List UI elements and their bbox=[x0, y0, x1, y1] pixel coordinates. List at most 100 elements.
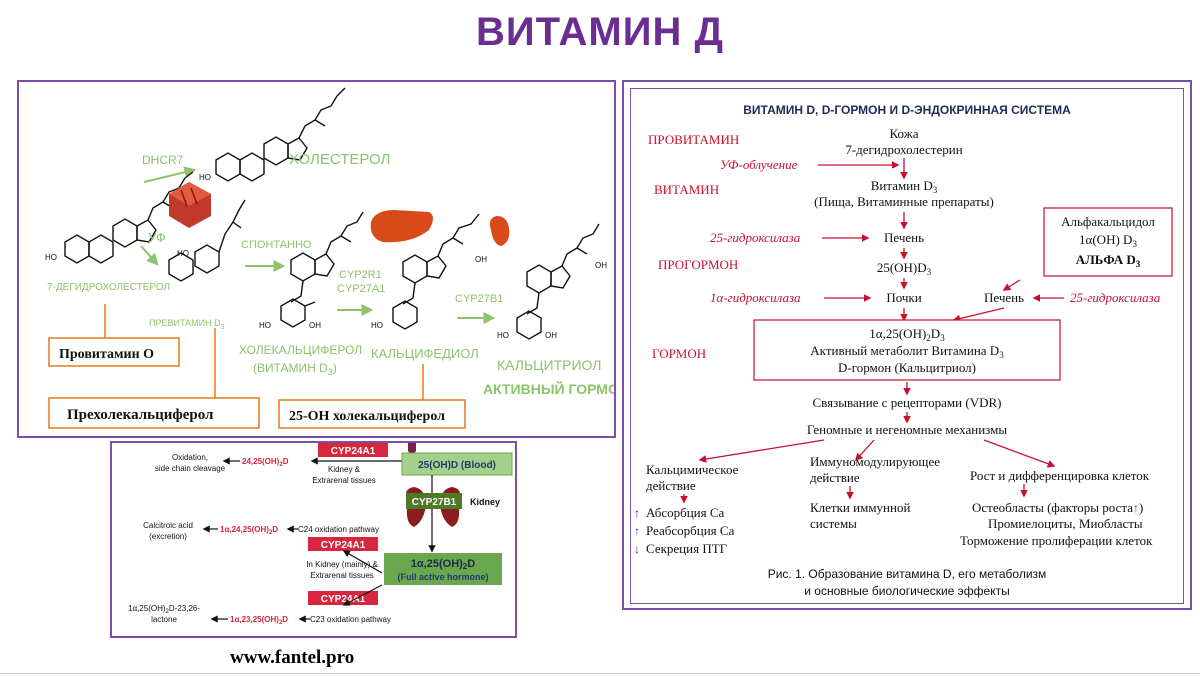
endocrine-diagram: ВИТАМИН D, D-ГОРМОН И D-ЭНДОКРИННАЯ СИСТ… bbox=[634, 103, 1173, 598]
side-chain-label: side chain cleavage bbox=[155, 464, 226, 473]
arrow bbox=[342, 550, 383, 574]
immune-cells-label: системы bbox=[810, 516, 857, 531]
prohormone-label: ПРОГОРМОН bbox=[658, 257, 738, 272]
oh25d3-label: 25(OH)D3 bbox=[877, 260, 932, 277]
arrow bbox=[1002, 279, 1021, 291]
synthesis-panel: HO ХОЛЕСТЕРОЛ DHCR7 HO 7-ДЕГИДРОХОЛЕСТЕР… bbox=[17, 80, 629, 438]
vitamin-label: ВИТАМИН bbox=[654, 182, 719, 197]
vitamin-d3-label: (ВИТАМИН D3) bbox=[253, 361, 337, 377]
footer-divider bbox=[0, 673, 1200, 674]
blood-label: 25(OH)D (Blood) bbox=[418, 460, 496, 471]
uv-label: УФ bbox=[148, 230, 166, 245]
hormone-line3: D-гормон (Кальцитриол) bbox=[838, 360, 976, 375]
kidney-extrarenal-label: Kidney & bbox=[328, 465, 361, 474]
immune-cells-label: Клетки иммунной bbox=[810, 500, 910, 515]
growth-label: Рост и дифференцировка клеток bbox=[970, 468, 1150, 483]
oh-label: OH bbox=[595, 261, 607, 270]
endocrine-inner-frame bbox=[630, 88, 1184, 604]
hormone-label: ГОРМОН bbox=[652, 346, 706, 361]
ho-label: HO bbox=[371, 321, 383, 330]
catabolism-diagram: CYP24A1 Oxidation, side chain cleavage 2… bbox=[128, 443, 513, 626]
lactone-label: 1α,25(OH)2D-23,26- bbox=[128, 604, 200, 615]
in-kidney-label: In Kidney (mainly) & bbox=[306, 560, 378, 569]
calcitroic-label: (excretion) bbox=[149, 532, 187, 541]
caption-line2: и основные биологические эффекты bbox=[804, 584, 1009, 598]
promyelocytes-label: Промиелоциты, Миобласты bbox=[988, 516, 1143, 531]
previtamin-molecule bbox=[168, 199, 246, 282]
food-label: (Пища, Витаминные препараты) bbox=[814, 194, 994, 209]
spontaneous-label: СПОНТАННО bbox=[241, 239, 312, 251]
reabsorption-label: Реабсорбция Са bbox=[646, 523, 735, 538]
provitamin-label: ПРОВИТАМИН bbox=[648, 132, 739, 147]
cyp27b1-label: CYP27B1 bbox=[412, 497, 457, 508]
c24-pathway-label: C24 oxidation pathway bbox=[298, 525, 379, 534]
kidney-label: Kidney bbox=[470, 497, 500, 507]
c23-pathway-label: C23 oxidation pathway bbox=[310, 615, 391, 624]
hormone-sub-label: (Full active hormone) bbox=[397, 572, 488, 582]
m2425-label: 24,25(OH)2D bbox=[242, 457, 289, 468]
active-hormone-label: АКТИВНЫЙ ГОРМОН bbox=[483, 380, 614, 397]
cyp27b1-label: CYP27B1 bbox=[455, 293, 503, 305]
cyp27a1-label: CYP27A1 bbox=[337, 283, 385, 295]
catabolism-panel: CYP24A1 Oxidation, side chain cleavage 2… bbox=[110, 441, 517, 638]
vessel-icon bbox=[408, 443, 416, 454]
oh1d3-label: 1α(OH) D3 bbox=[1079, 232, 1137, 249]
arrow bbox=[952, 307, 1005, 323]
dehydro-label: 7-ДЕГИДРОХОЛЕСТЕРОЛ bbox=[47, 282, 170, 293]
uv-label: УФ-облучение bbox=[720, 157, 798, 172]
oh-label: OH bbox=[545, 331, 557, 340]
ho-label: HO bbox=[259, 321, 271, 330]
ho-label: HO bbox=[177, 249, 189, 258]
hydroxylase1a-label: 1α-гидроксилаза bbox=[710, 290, 801, 305]
ho-label: HO bbox=[45, 253, 57, 262]
25oh-box-label: 25-ОН холекальциферол bbox=[289, 409, 445, 424]
provitamin-box bbox=[48, 337, 180, 367]
hormone-line2: Активный метаболит Витамина D3 bbox=[810, 343, 1004, 360]
arrow bbox=[342, 584, 383, 606]
endocrine-panel: ВИТАМИН D, D-ГОРМОН И D-ЭНДОКРИННАЯ СИСТ… bbox=[622, 80, 1192, 610]
oh-label: OH bbox=[309, 321, 321, 330]
arrow bbox=[854, 439, 875, 462]
previtamin-label: ПРЕВИТАМИН D3 bbox=[149, 318, 225, 331]
pth-label: Секреция ПТГ bbox=[646, 541, 728, 556]
calcemic-label: действие bbox=[646, 478, 696, 493]
arrow bbox=[698, 439, 825, 463]
arrow bbox=[983, 439, 1056, 468]
cyp24a1-badge bbox=[308, 591, 378, 605]
cholecalciferol-label: ХОЛЕКАЛЬЦИФЕРОЛ bbox=[239, 343, 362, 357]
calcifediol-label: КАЛЬЦИФЕДИОЛ bbox=[371, 346, 479, 361]
m12325-label: 1α,23,25(OH)2D bbox=[230, 615, 288, 626]
uv-arrow bbox=[140, 245, 159, 266]
cholesterol-label: ХОЛЕСТЕРОЛ bbox=[289, 151, 390, 168]
alfacalcidol-label: Альфакальцидол bbox=[1061, 214, 1155, 229]
25oh-box bbox=[278, 399, 466, 429]
hydroxylase25-label: 25-гидроксилаза bbox=[710, 230, 801, 245]
precholecalciferol-box-label: Прехолекальциферол bbox=[67, 407, 214, 423]
hormone-box bbox=[384, 553, 502, 585]
m12425-label: 1α,24,25(OH)2D bbox=[220, 525, 278, 536]
website-link[interactable]: www.fantel.pro bbox=[230, 647, 355, 668]
skin-label: Кожа bbox=[890, 126, 919, 141]
absorption-label: Абсорбция Са bbox=[646, 505, 725, 520]
cyp24a1-badge bbox=[308, 537, 378, 551]
calcitriol-label: КАЛЬЦИТРИОЛ bbox=[497, 357, 601, 373]
dehydro-label: 7-дегидрохолестерин bbox=[845, 142, 962, 157]
osteoblasts-label: Остеобласты (факторы роста↑) bbox=[972, 500, 1143, 515]
oxidation-label: Oxidation, bbox=[172, 453, 208, 462]
kidney-icon bbox=[489, 216, 510, 246]
lactone-label: lactone bbox=[151, 615, 177, 624]
endocrine-header: ВИТАМИН D, D-ГОРМОН И D-ЭНДОКРИННАЯ СИСТ… bbox=[743, 103, 1071, 117]
immuno-label: Иммуномодулирующее bbox=[810, 454, 940, 469]
cyp27b1-badge bbox=[406, 493, 462, 509]
liver-icon bbox=[370, 210, 433, 243]
in-kidney-label: Extrarenal tissues bbox=[310, 571, 374, 580]
skin-icon bbox=[169, 182, 211, 228]
liver2-label: Печень bbox=[984, 290, 1024, 305]
vitamin-d3-label: Витамин D3 bbox=[871, 178, 938, 195]
precholecalciferol-box bbox=[48, 397, 260, 429]
up-arrow-icon: ↑ bbox=[634, 506, 640, 520]
dhcr7-arrow bbox=[143, 166, 197, 183]
calcifediol-molecule bbox=[392, 213, 480, 330]
synthesis-diagram: HO ХОЛЕСТЕРОЛ DHCR7 HO 7-ДЕГИДРОХОЛЕСТЕР… bbox=[45, 87, 629, 429]
dhcr7-label: DHCR7 bbox=[142, 153, 184, 167]
